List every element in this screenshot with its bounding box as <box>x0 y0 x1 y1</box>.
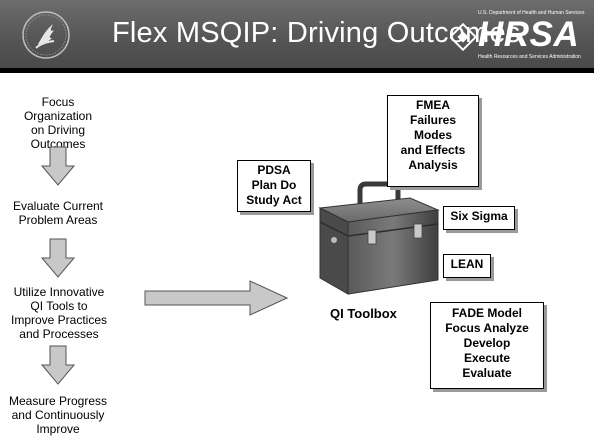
arrow-down-icon <box>41 345 75 385</box>
step-evaluate-problems: Evaluate Current Problem Areas <box>12 199 104 227</box>
step-focus-organization: Focus Organization on Driving Outcomes <box>23 95 93 151</box>
step-measure-progress: Measure Progress and Continuously Improv… <box>8 394 108 436</box>
header-bar <box>0 0 594 68</box>
toolbox-icon <box>318 181 440 295</box>
tool-pdsa-box: PDSA Plan Do Study Act <box>237 160 311 212</box>
hrsa-department-text: U.S. Department of Health and Human Serv… <box>478 10 585 16</box>
hrsa-subtitle-text: Health Resources and Services Administra… <box>478 54 581 60</box>
step-utilize-qi-tools: Utilize Innovative QI Tools to Improve P… <box>10 285 108 341</box>
arrow-down-icon <box>41 238 75 278</box>
arrow-down-icon <box>41 146 75 186</box>
tool-fade-model-box: FADE Model Focus Analyze Develop Execute… <box>430 302 544 389</box>
tool-lean-box: LEAN <box>443 254 491 278</box>
hhs-eagle-logo-icon <box>22 11 70 59</box>
toolbox-label: QI Toolbox <box>330 306 397 321</box>
header-divider <box>0 68 594 73</box>
tool-fmea-box: FMEA Failures Modes and Effects Analysis <box>387 95 479 187</box>
hrsa-emblem-icon <box>450 22 478 52</box>
hrsa-logo-text: HRSA <box>478 15 580 54</box>
arrow-right-icon <box>144 280 288 316</box>
tool-six-sigma-box: Six Sigma <box>443 206 515 230</box>
page-title: Flex MSQIP: Driving Outcomes <box>112 17 521 49</box>
